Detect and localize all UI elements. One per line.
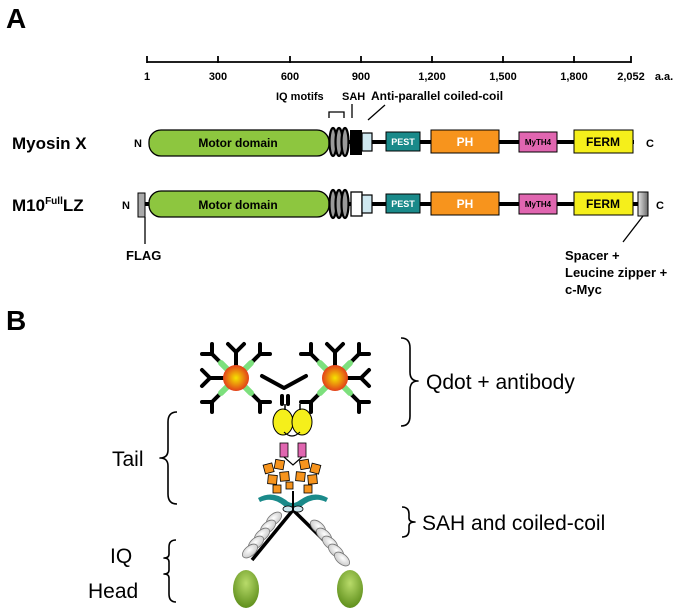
myosin-dimer [233, 404, 363, 608]
scale-tick-label: 900 [352, 71, 370, 83]
scale-tick-label: 2,052 [617, 71, 645, 83]
sah-annotation: SAH [342, 91, 365, 103]
m10-full-lz-row: M10FullLZ N Motor domain PEST PH MyTH4 F… [12, 188, 664, 220]
sah-coiled-coil-label: SAH and coiled-coil [422, 512, 605, 535]
ferm-domain [573, 191, 634, 216]
spacer-label-line: Spacer + [565, 248, 620, 263]
n-terminus-label: N [134, 138, 142, 150]
scale-tick-label: 600 [281, 71, 299, 83]
tail-label: Tail [112, 448, 144, 471]
motor-head-right [337, 570, 363, 608]
c-terminus-label: C [656, 200, 664, 212]
qdot-antibody-complex [200, 342, 371, 414]
ph-label: PH [457, 135, 474, 149]
scale-tick-label: 1,200 [418, 71, 446, 83]
ph-domain [430, 191, 500, 216]
spacer-leucine-zipper-tag [637, 191, 649, 217]
scale-unit: a.a. [655, 71, 673, 83]
pest-domain [385, 131, 421, 152]
ferm-domain [573, 129, 634, 154]
myosin-x-row: Myosin X N Motor domain PEST PH MyTH4 FE… [12, 126, 654, 158]
amino-acid-scale: 1 300 600 900 1,200 1,500 1,800 2,052 a.… [144, 56, 673, 83]
scale-tick-label: 300 [209, 71, 227, 83]
pest-label: PEST [391, 199, 415, 209]
domain-annotations: IQ motifs SAH Anti-parallel coiled-coil [276, 89, 503, 121]
myth4-domain [518, 131, 558, 153]
ph-domain [430, 129, 500, 154]
pest-label: PEST [391, 137, 415, 147]
scale-tick-label: 1 [144, 71, 150, 83]
myth4-label: MyTH4 [525, 138, 552, 147]
central-antibody [260, 374, 308, 406]
motor-domain-label: Motor domain [198, 136, 277, 150]
scale-tick-label: 1,800 [560, 71, 588, 83]
n-terminus-label: N [122, 200, 130, 212]
sah-domain [350, 130, 362, 155]
qdot-antibody-label: Qdot + antibody [426, 371, 575, 394]
spacer-label-line: c-Myc [565, 282, 602, 297]
m10-full-lz-label: M10FullLZ [12, 196, 84, 215]
c-terminus-label: C [646, 138, 654, 150]
coiled-coil-domain [361, 132, 373, 152]
myth4-pair [279, 442, 289, 458]
motor-head-left [233, 570, 259, 608]
qdot-left [200, 342, 272, 414]
motor-domain-label: Motor domain [198, 198, 277, 212]
iq-label: IQ [110, 545, 132, 568]
iq-motifs [328, 188, 350, 220]
iq-motifs [328, 126, 350, 158]
myosin-x-label: Myosin X [12, 134, 87, 153]
qdot-right [299, 342, 371, 414]
flag-tag [137, 192, 146, 218]
sah-coiled-coil [258, 494, 328, 509]
myth4-label: MyTH4 [525, 200, 552, 209]
ph-label: PH [457, 197, 474, 211]
ferm-pair [272, 408, 294, 436]
panel-a-label: A [6, 3, 26, 34]
sah-domain [350, 191, 363, 217]
spacer-label-line: Leucine zipper + [565, 265, 668, 280]
tail-domain-cluster [262, 458, 322, 494]
coiled-coil-annotation: Anti-parallel coiled-coil [371, 89, 503, 103]
panel-b-label: B [6, 305, 26, 336]
ferm-label: FERM [586, 135, 620, 149]
panel-b-braces [159, 337, 419, 603]
ferm-label: FERM [586, 197, 620, 211]
iq-lever-right [309, 519, 351, 567]
myth4-domain [518, 193, 558, 215]
flag-label: FLAG [126, 248, 161, 263]
iq-motifs-annotation: IQ motifs [276, 91, 324, 103]
scale-tick-label: 1,500 [489, 71, 517, 83]
coiled-coil-domain [361, 194, 373, 214]
head-label: Head [88, 580, 138, 603]
iq-lever-left [241, 511, 283, 559]
pest-domain [385, 193, 421, 214]
